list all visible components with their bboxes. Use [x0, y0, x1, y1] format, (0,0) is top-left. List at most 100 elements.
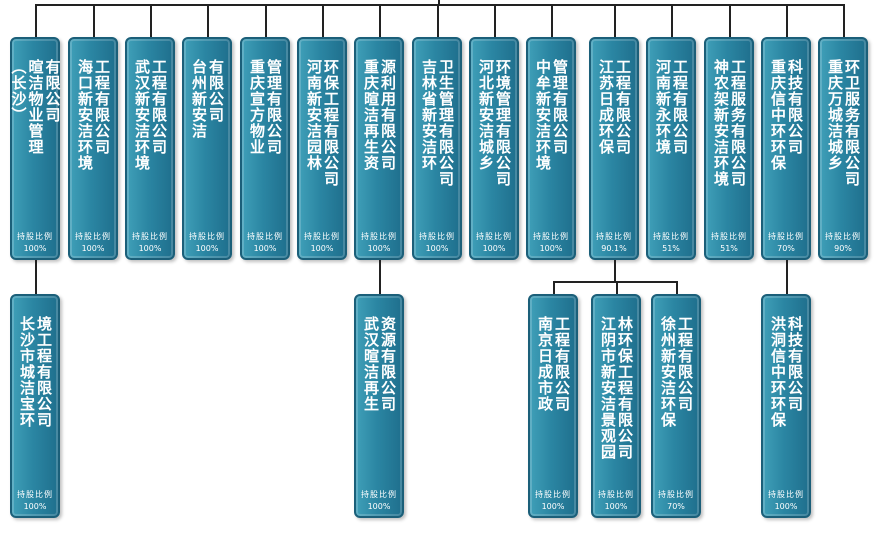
parent-drop-line: [322, 4, 324, 37]
company-card-zhongmou: 中牟新安洁环境管理有限公司持股比例 100%: [526, 37, 576, 260]
company-name-column: （长沙）: [9, 59, 28, 123]
share-value: 70%: [667, 502, 685, 511]
share-value: 90%: [834, 244, 852, 253]
company-name: 江苏日成环保工程有限公司: [591, 59, 637, 220]
company-name-column: 江苏日成环保: [597, 59, 615, 155]
company-name-column: 工程有限公司: [93, 59, 111, 155]
parent-drop-line: [207, 4, 209, 37]
company-name-column: 工程有限公司: [150, 59, 168, 155]
company-name-column: 科技有限公司: [786, 59, 804, 155]
child-drop-line: [676, 281, 678, 294]
share-label: 持股比例: [653, 232, 689, 241]
company-name: 吉林省新安洁环卫生管理有限公司: [414, 59, 460, 220]
share-label: 持股比例: [361, 232, 397, 241]
child-connector-line: [35, 260, 37, 294]
parent-drop-line: [93, 4, 95, 37]
company-name: 河北新安洁城乡环境管理有限公司: [471, 59, 517, 220]
company-name-column: 吉林省新安洁环: [420, 59, 438, 171]
share-value: 100%: [482, 244, 506, 253]
parent-drop-line: [35, 4, 37, 37]
share-value: 90.1%: [601, 244, 627, 253]
company-name: 河南新安洁园林环保工程有限公司: [299, 59, 345, 220]
company-name: 台州新安洁有限公司: [184, 59, 230, 220]
company-name-column: 长沙市城洁宝环: [18, 316, 36, 428]
child-branch-line: [553, 281, 678, 283]
parent-bus-line: [35, 4, 845, 6]
share-label: 持股比例: [132, 232, 168, 241]
company-name-column: 重庆宣方物业: [248, 59, 266, 155]
company-name-column: 工程有限公司: [676, 316, 694, 412]
company-name: 武汉新安洁环境工程有限公司: [127, 59, 173, 220]
company-name-column: 管理有限公司: [265, 59, 283, 155]
company-name-column: 源利用有限公司: [379, 59, 397, 171]
parent-drop-line: [671, 4, 673, 37]
company-name-column: 环保工程有限公司: [322, 59, 340, 187]
company-name: 海口新安洁环境工程有限公司: [70, 59, 116, 220]
share-label: 持股比例: [361, 490, 397, 499]
company-card-henan-xinyong: 河南新永环境工程有限公司持股比例 51%: [646, 37, 696, 260]
share-label: 持股比例: [598, 490, 634, 499]
company-name: 武汉暄洁再生资源有限公司: [356, 316, 402, 478]
share-value: 100%: [253, 244, 277, 253]
company-card-xuzhou: 徐州新安洁环保工程有限公司持股比例 70%: [651, 294, 701, 518]
share-value: 51%: [662, 244, 680, 253]
parent-drop-line: [729, 4, 731, 37]
company-name-column: 中牟新安洁环境: [534, 59, 552, 171]
company-name-column: 河南新永环境: [654, 59, 672, 155]
share-label: 持股比例: [711, 232, 747, 241]
share-value: 100%: [81, 244, 105, 253]
company-name-column: 科技有限公司: [786, 316, 804, 412]
share-value: 100%: [604, 502, 628, 511]
company-name: 江阴市新安洁景观园林环保工程有限公司: [593, 316, 639, 478]
parent-drop-line: [551, 4, 553, 37]
share-label: 持股比例: [658, 490, 694, 499]
share-label: 持股比例: [768, 490, 804, 499]
company-name-column: 林环保工程有限公司: [616, 316, 634, 460]
company-name: 神农架新安洁环境工程服务有限公司: [706, 59, 752, 220]
share-value: 51%: [720, 244, 738, 253]
share-value: 100%: [539, 244, 563, 253]
share-value: 100%: [541, 502, 565, 511]
company-name-column: 海口新安洁环境: [76, 59, 94, 171]
share-value: 100%: [367, 502, 391, 511]
share-value: 100%: [23, 244, 47, 253]
company-name-column: 武汉新安洁环境: [133, 59, 151, 171]
share-label: 持股比例: [189, 232, 225, 241]
company-name: 重庆万城洁城乡环卫服务有限公司: [820, 59, 866, 220]
share-label: 持股比例: [768, 232, 804, 241]
share-value: 100%: [367, 244, 391, 253]
company-name: 中牟新安洁环境管理有限公司: [528, 59, 574, 220]
company-name-column: 重庆信中环环保: [769, 59, 787, 171]
share-label: 持股比例: [596, 232, 632, 241]
share-label: 持股比例: [533, 232, 569, 241]
company-name-column: 台州新安洁: [190, 59, 208, 139]
share-label: 持股比例: [75, 232, 111, 241]
company-name-column: 南京日成市政: [536, 316, 554, 412]
company-name-column: 江阴市新安洁景观园: [599, 316, 617, 460]
company-name: 重庆信中环环保科技有限公司: [763, 59, 809, 220]
company-name-column: 环境管理有限公司: [494, 59, 512, 187]
share-value: 100%: [310, 244, 334, 253]
company-name: 河南新永环境工程有限公司: [648, 59, 694, 220]
company-name: 重庆宣方物业管理有限公司: [242, 59, 288, 220]
parent-stem-line: [438, 0, 440, 6]
parent-drop-line: [150, 4, 152, 37]
child-connector-line: [614, 260, 616, 281]
company-name-column: 环卫服务有限公司: [843, 59, 861, 187]
company-name-column: 工程有限公司: [671, 59, 689, 155]
company-name-column: 徐州新安洁环保: [659, 316, 677, 428]
parent-drop-line: [494, 4, 496, 37]
company-name: 长沙市城洁宝环境工程有限公司: [12, 316, 58, 478]
company-card-haikou: 海口新安洁环境工程有限公司持股比例 100%: [68, 37, 118, 260]
company-card-jiangsu-richeng: 江苏日成环保工程有限公司持股比例 90.1%: [589, 37, 639, 260]
